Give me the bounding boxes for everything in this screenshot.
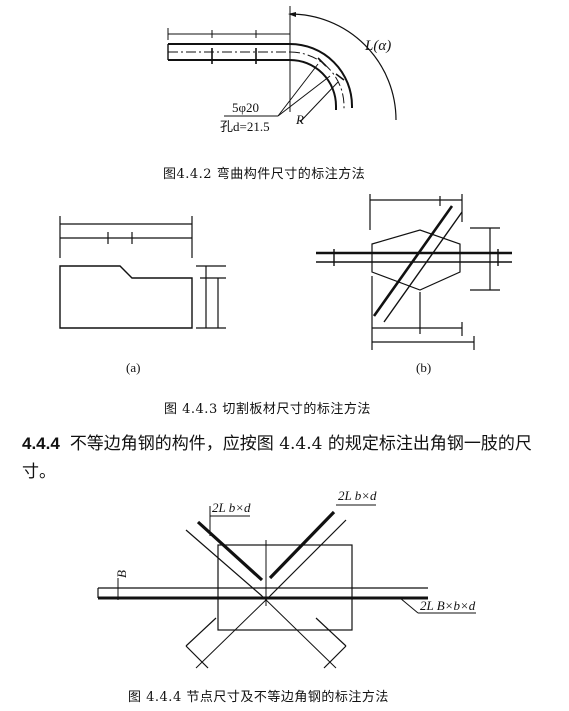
fig442-label-L: L(α) (364, 38, 391, 54)
fig443-caption: 图 4.4.3 切割板材尺寸的标注方法 (164, 402, 371, 417)
fig442-label-bolts: 5φ20 (232, 100, 259, 115)
fig442-caption: 图4.4.2 弯曲构件尺寸的标注方法 (163, 167, 366, 182)
clause-text: 不等边角钢的构件，应按图 4.4.4 的规定标注出角钢一肢的尺寸。 (22, 434, 532, 482)
clause-number: 4.4.4 (22, 434, 60, 453)
fig444-label-right: 2L b×d (338, 488, 377, 503)
fig444-label-B: B (114, 570, 129, 578)
fig443-sub-b: (b) (416, 360, 431, 375)
fig442-label-hole: 孔d=21.5 (220, 119, 270, 134)
fig444-label-chord: 2L B×b×d (420, 598, 476, 613)
fig442-label-R: R (295, 112, 304, 127)
fig444-label-left: 2L b×d (212, 500, 251, 515)
fig443-sub-a: (a) (126, 360, 140, 375)
fig444-caption: 图 4.4.4 节点尺寸及不等边角钢的标注方法 (128, 690, 389, 705)
